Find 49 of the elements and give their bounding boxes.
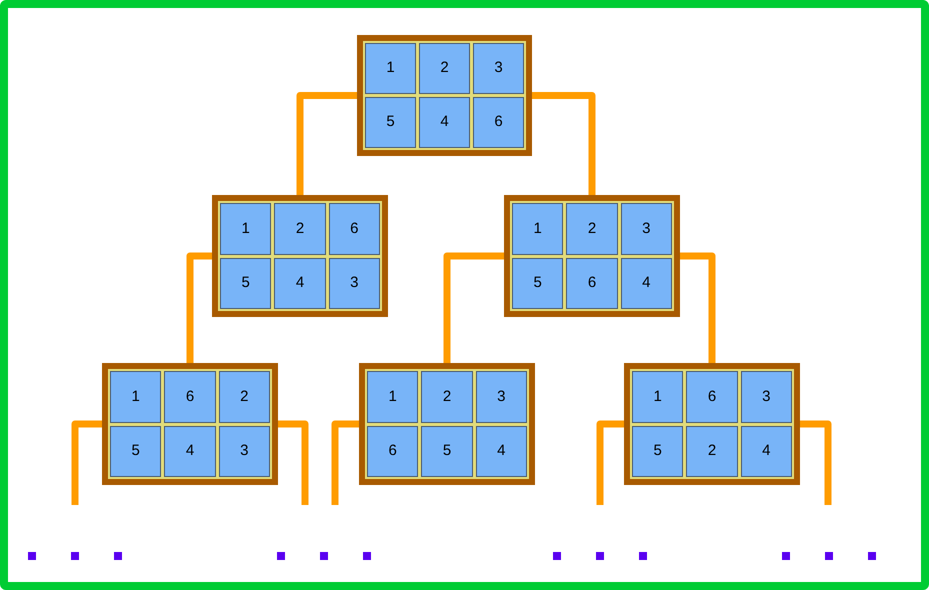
puzzle-tile: 3: [473, 43, 524, 94]
puzzle-tile: 2: [686, 426, 738, 477]
puzzle-tile: 5: [512, 258, 564, 309]
connector-line: [332, 420, 359, 505]
puzzle-tile: 5: [632, 426, 684, 477]
puzzle-tile: 4: [419, 97, 470, 148]
puzzle-tile: 3: [476, 371, 527, 422]
puzzle-tile: 4: [740, 426, 792, 477]
puzzle-tile: 2: [421, 371, 473, 422]
connector-line: [444, 252, 504, 363]
puzzle-tile: 5: [365, 97, 416, 148]
puzzle-tile: 1: [632, 371, 684, 422]
puzzle-tile: 1: [365, 43, 416, 94]
puzzle-tile: 5: [110, 426, 162, 477]
puzzle-state-box: [504, 195, 680, 317]
puzzle-tile: 3: [740, 371, 792, 422]
connector-line: [596, 420, 624, 505]
puzzle-state-box: [624, 363, 800, 485]
puzzle-tile: 6: [473, 97, 524, 148]
puzzle-tile: 4: [274, 258, 326, 309]
puzzle-tile: 1: [512, 203, 564, 254]
puzzle-tile: 2: [419, 43, 470, 94]
connector-line: [296, 92, 357, 195]
puzzle-tile: 6: [367, 426, 418, 477]
puzzle-tile: 2: [274, 203, 326, 254]
puzzle-tile: 3: [328, 258, 380, 309]
puzzle-state-box: [102, 363, 278, 485]
puzzle-state-box: [212, 195, 388, 317]
puzzle-tile: 1: [367, 371, 418, 422]
puzzle-state-box: [359, 363, 535, 485]
connector-line: [532, 92, 596, 195]
puzzle-tile: 6: [164, 371, 216, 422]
puzzle-tile: 1: [220, 203, 272, 254]
puzzle-tile: 6: [686, 371, 738, 422]
puzzle-tile: 5: [421, 426, 473, 477]
puzzle-tile: 6: [328, 203, 380, 254]
puzzle-tile: 3: [218, 426, 270, 477]
puzzle-tile: 2: [566, 203, 618, 254]
connector-line: [186, 252, 212, 363]
puzzle-state-box: [357, 35, 532, 156]
puzzle-tile: 6: [566, 258, 618, 309]
puzzle-tile: 3: [620, 203, 672, 254]
puzzle-tile: 1: [110, 371, 162, 422]
puzzle-tile: 4: [476, 426, 527, 477]
puzzle-tile: 2: [218, 371, 270, 422]
connector-line: [680, 252, 716, 363]
puzzle-tile: 4: [164, 426, 216, 477]
puzzle-tile: 4: [620, 258, 672, 309]
puzzle-tile: 5: [220, 258, 272, 309]
